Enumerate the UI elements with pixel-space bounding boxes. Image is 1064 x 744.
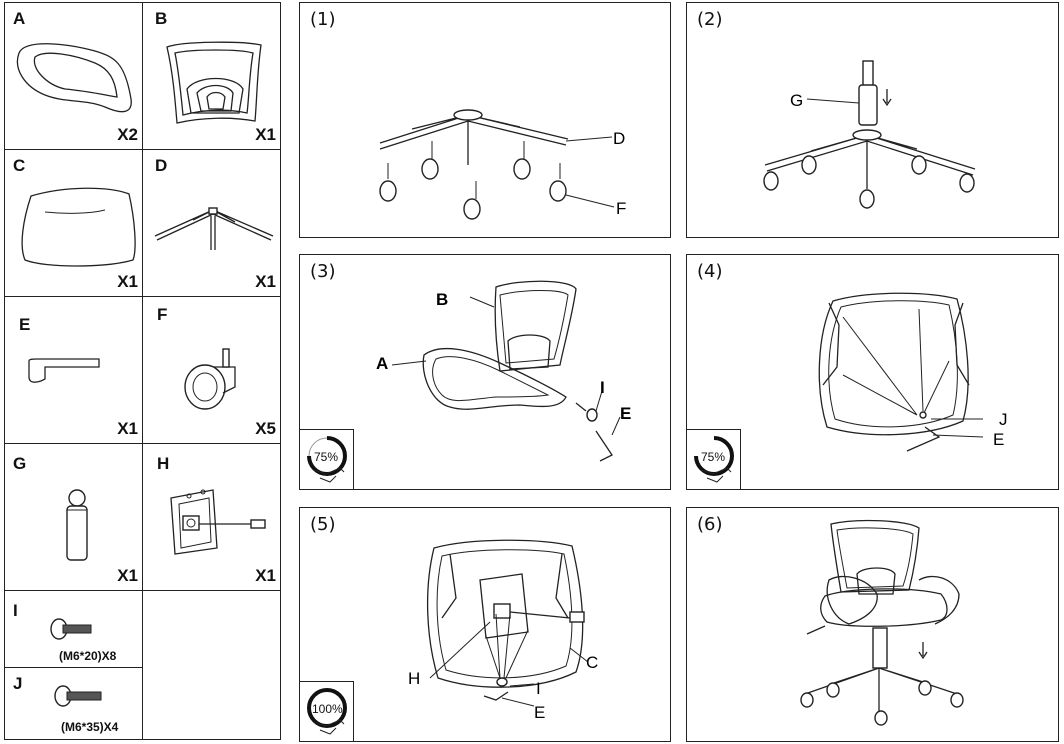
step-2-panel: (2) G	[686, 2, 1059, 238]
torque-dial-icon	[694, 436, 734, 483]
part-letter: H	[157, 454, 170, 473]
part-cell-a: A X2	[4, 2, 143, 150]
bolt-m6-35-drawing	[54, 685, 102, 707]
step-number: (2)	[697, 9, 723, 30]
part-quantity: X1	[117, 272, 138, 291]
part-quantity: X1	[117, 566, 138, 585]
step-number: (4)	[697, 261, 723, 282]
armrest-drawing	[16, 43, 132, 113]
part-cell-h: H X1	[142, 443, 281, 591]
part-letter: J	[13, 674, 23, 693]
mechanism-plate-drawing	[170, 489, 266, 555]
callout-j: J	[999, 410, 1008, 429]
part-letter: A	[13, 9, 26, 28]
step-number: (3)	[310, 261, 336, 282]
part-letter: E	[19, 315, 31, 334]
part-cell-e: E X1	[4, 296, 143, 444]
base-drawing	[154, 207, 274, 250]
part-cell-f: F X5	[142, 296, 281, 444]
callout-e: E	[993, 430, 1004, 449]
part-cell-c: C X1	[4, 149, 143, 297]
bolt-spec: (M6*35)X4	[61, 720, 119, 734]
attach-casters-diagram: D F	[379, 109, 626, 220]
part-quantity: X1	[255, 272, 276, 291]
step-number: (6)	[697, 514, 723, 535]
part-letter: I	[13, 601, 18, 620]
callout-e: E	[620, 404, 631, 423]
part-quantity: X1	[117, 419, 138, 438]
callout-f: F	[616, 199, 626, 218]
torque-dial-icon	[307, 436, 347, 483]
torque-dial-icon	[307, 688, 347, 735]
part-cell-j: J (M6*35)X4	[4, 667, 143, 740]
gas-lift-drawing	[66, 489, 88, 561]
part-letter: C	[13, 156, 26, 175]
bolt-m6-20-drawing	[50, 618, 92, 640]
callout-c: C	[586, 653, 598, 672]
part-letter: D	[155, 156, 168, 175]
step-4-panel: (4) J E 75%	[686, 254, 1059, 490]
part-cell-i: I (M6*20)X8	[4, 590, 143, 668]
torque-badge: 75%	[300, 429, 354, 489]
callout-i: I	[536, 679, 541, 698]
caster-wheel-icon	[763, 155, 975, 209]
part-letter: G	[13, 454, 27, 473]
finished-chair-diagram	[800, 519, 964, 726]
attach-backrest-armrest-diagram: B A I E	[376, 280, 631, 462]
attach-mechanism-diagram: H C I E	[408, 539, 598, 722]
attach-seat-underside-diagram: J E	[818, 292, 1008, 452]
part-letter: F	[157, 305, 168, 324]
torque-badge: 100%	[300, 681, 354, 741]
step-3-panel: (3) B A I E 75%	[299, 254, 671, 490]
insert-gas-lift-diagram: G	[763, 60, 976, 209]
seat-drawing	[21, 187, 136, 267]
part-quantity: X2	[117, 125, 138, 144]
step-1-panel: (1) D F	[299, 2, 671, 238]
torque-percent: 75%	[314, 450, 339, 464]
torque-percent: 100%	[312, 702, 343, 716]
step-5-panel: (5) H C I E 100%	[299, 507, 671, 742]
callout-e: E	[534, 703, 545, 722]
part-cell-g: G X1	[4, 443, 143, 591]
callout-g: G	[790, 91, 803, 110]
part-cell-b: B X1	[142, 2, 281, 150]
callout-h: H	[408, 669, 420, 688]
callout-a: A	[376, 354, 388, 373]
part-cell-d: D X1	[142, 149, 281, 297]
step-number: (5)	[310, 514, 336, 535]
caster-wheel-drawing	[184, 348, 236, 410]
part-letter: B	[155, 9, 168, 28]
callout-b: B	[436, 290, 448, 309]
caster-wheel-icon	[379, 141, 567, 220]
part-quantity: X5	[255, 419, 276, 438]
step-6-panel: (6)	[686, 507, 1059, 742]
torque-badge: 75%	[687, 429, 741, 489]
allen-key-drawing	[28, 358, 100, 383]
callout-d: D	[613, 129, 625, 148]
part-quantity: X1	[255, 566, 276, 585]
callout-i: I	[600, 378, 605, 397]
step-number: (1)	[310, 9, 336, 30]
torque-percent: 75%	[701, 450, 726, 464]
part-cell-empty	[142, 590, 281, 740]
bolt-spec: (M6*20)X8	[59, 649, 117, 663]
part-quantity: X1	[255, 125, 276, 144]
backrest-drawing	[166, 41, 262, 124]
